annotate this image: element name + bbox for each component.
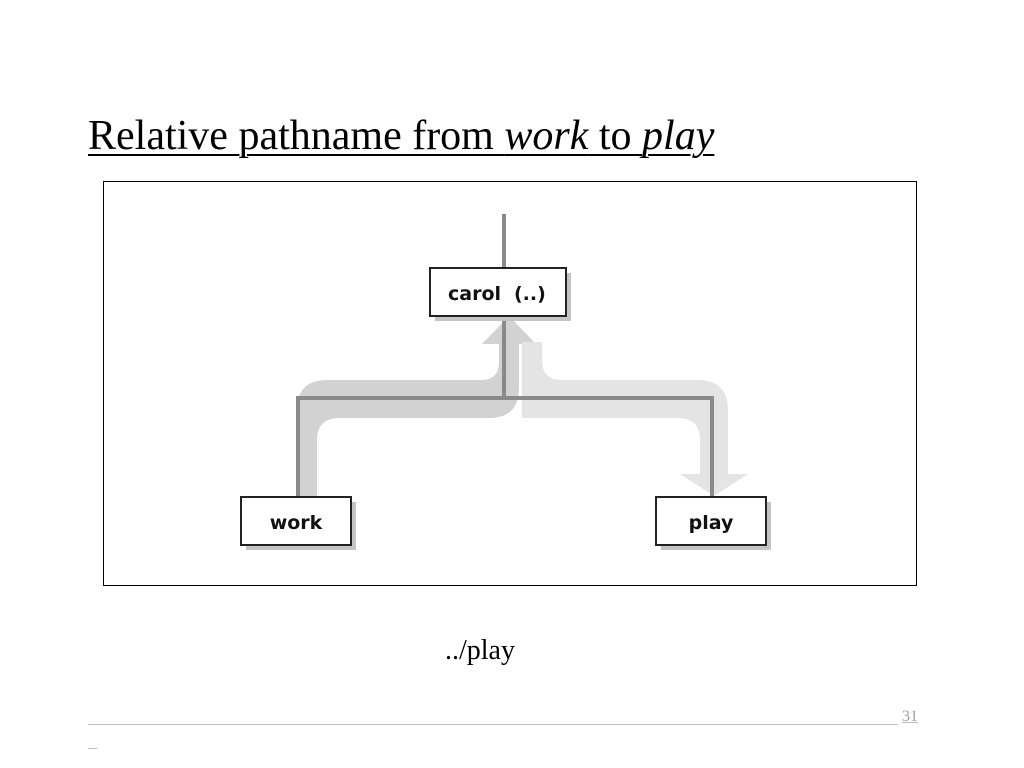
up-arrow-band: [297, 316, 536, 497]
up-arrow: [297, 316, 536, 497]
relative-path-caption: ../play: [445, 635, 515, 666]
directory-tree-figure: carol (..) work play: [103, 181, 917, 586]
node-work: work: [240, 496, 356, 550]
title-from-dir: work: [504, 113, 589, 159]
tree-lines: [296, 214, 714, 497]
down-arrow-band: [522, 342, 748, 496]
node-carol: carol (..): [429, 267, 571, 321]
node-work-box: [240, 496, 352, 546]
node-play: play: [655, 496, 771, 550]
title-prefix: Relative pathname from: [88, 113, 505, 159]
directory-tree-diagram: carol (..) work play: [240, 214, 771, 550]
node-carol-box: [429, 267, 567, 317]
footer-dash: [88, 748, 97, 749]
slide-title: Relative pathname from work to play: [88, 110, 714, 162]
down-arrow: [522, 342, 748, 496]
title-to-dir: play: [642, 113, 715, 159]
title-middle: to: [588, 113, 643, 159]
slide-number: 31: [902, 708, 918, 725]
node-carol-label: carol: [448, 283, 501, 305]
node-carol-alias: (..): [514, 283, 546, 305]
line-branches: [296, 396, 714, 497]
node-play-box: [655, 496, 767, 546]
node-work-label: work: [270, 512, 323, 534]
node-play-label: play: [689, 512, 734, 534]
footer-rule: [88, 724, 898, 725]
